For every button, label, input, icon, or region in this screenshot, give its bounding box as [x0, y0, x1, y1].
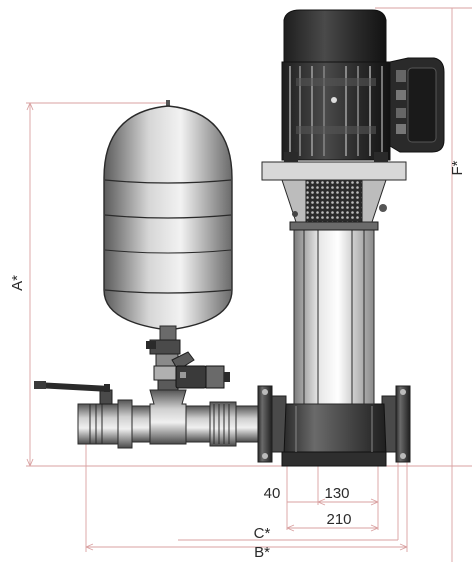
pressure-switch-icon	[171, 351, 230, 389]
pump-base	[281, 403, 387, 467]
dimension-lines	[26, 7, 472, 562]
inlet-flange	[257, 385, 287, 463]
dimension-labels: A* F* 40 130 210 C* B*	[9, 160, 466, 561]
dim-label-b: B*	[254, 544, 270, 561]
outlet-flange	[381, 385, 411, 463]
ball-valve-icon	[34, 381, 113, 405]
dim-label-f: F*	[449, 160, 466, 175]
coupling-housing	[261, 161, 407, 223]
dim-label-210: 210	[326, 511, 351, 528]
dim-label-130: 130	[324, 485, 349, 502]
manifold-pipe	[77, 389, 259, 449]
pressure-tank	[103, 100, 233, 341]
dim-label-40: 40	[264, 485, 281, 502]
tank-fitting	[146, 339, 181, 393]
electric-motor-icon	[281, 9, 445, 162]
pump-column	[289, 221, 379, 405]
dim-label-a: A*	[9, 275, 26, 291]
dim-label-c: C*	[254, 525, 271, 542]
